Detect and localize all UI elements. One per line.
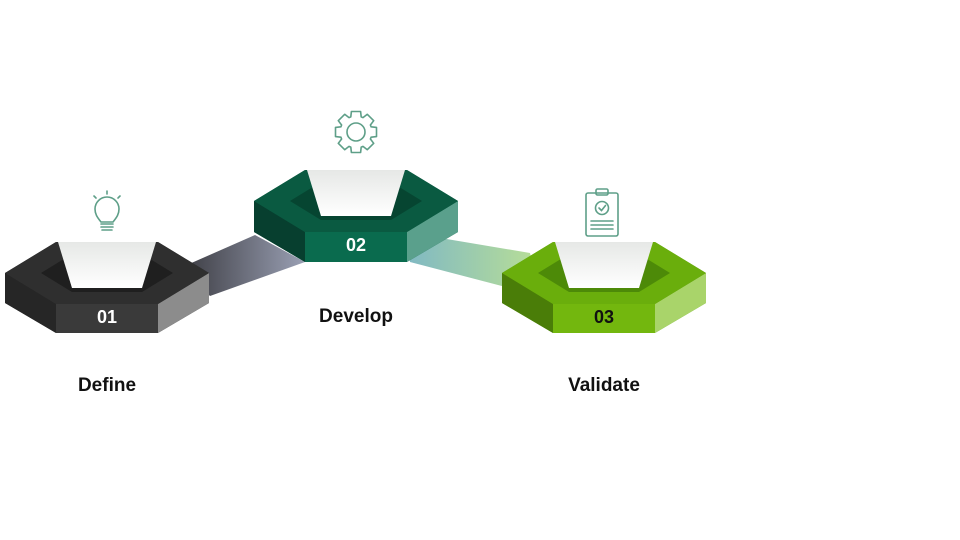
step-3-number: 03 [594,307,614,327]
connector-1-2 [180,235,305,296]
step-3-label: Validate [568,375,640,396]
step-2-hexagon [254,170,458,262]
clipboard-check-icon [585,188,619,237]
gear-icon [334,110,378,154]
step-1-label: Define [77,375,137,396]
step-2-number: 02 [346,235,366,255]
step-2-label: Develop [319,306,393,327]
lightbulb-icon [93,190,121,231]
step-1-number: 01 [97,307,117,327]
step-1-hexagon [5,242,209,333]
step-3-hexagon [502,242,706,333]
